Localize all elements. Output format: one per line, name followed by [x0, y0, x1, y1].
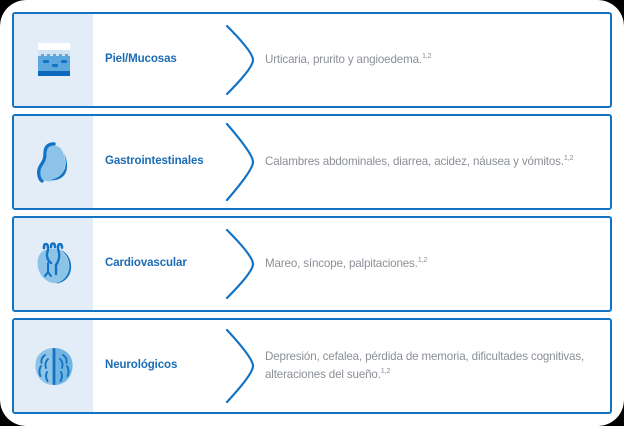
stomach-icon [33, 139, 75, 185]
skin-layers-icon [34, 39, 74, 81]
icon-panel [14, 320, 93, 412]
description-text: Urticaria, prurito y angioedema.1,2 [265, 51, 432, 68]
category-label-cell: Neurológicos [93, 320, 223, 412]
description-cell: Depresión, cefalea, pérdida de memoria, … [265, 320, 610, 412]
description-text: Depresión, cefalea, pérdida de memoria, … [265, 349, 594, 383]
citation-marker: 1,2 [421, 51, 432, 61]
icon-panel [14, 218, 93, 310]
category-label: Neurológicos [105, 359, 178, 372]
description-body: Urticaria, prurito y angioedema. [265, 53, 422, 67]
symptom-row-neurologicos: Neurológicos Depresión, cefalea, pérdida… [12, 318, 612, 414]
symptom-category-list: Piel/Mucosas Urticaria, prurito y angioe… [12, 12, 612, 414]
description-body: Mareo, síncope, palpitaciones. [265, 257, 418, 271]
category-label: Cardiovascular [105, 257, 187, 270]
description-text: Mareo, síncope, palpitaciones.1,2 [265, 255, 427, 272]
chevron-cell [223, 14, 265, 106]
description-cell: Urticaria, prurito y angioedema.1,2 [265, 14, 610, 106]
category-label-cell: Cardiovascular [93, 218, 223, 310]
heart-icon [32, 241, 76, 287]
description-body: Calambres abdominales, diarrea, acidez, … [265, 155, 564, 169]
citation-marker: 1,2 [563, 153, 574, 163]
description-text: Calambres abdominales, diarrea, acidez, … [265, 153, 573, 170]
chevron-right-icon [223, 22, 257, 98]
chevron-right-icon [223, 326, 257, 406]
brain-icon [31, 344, 77, 388]
citation-marker: 1,2 [380, 365, 391, 375]
chevron-right-icon [223, 226, 257, 302]
description-cell: Calambres abdominales, diarrea, acidez, … [265, 116, 610, 208]
description-cell: Mareo, síncope, palpitaciones.1,2 [265, 218, 610, 310]
category-label: Piel/Mucosas [105, 53, 177, 66]
citation-marker: 1,2 [417, 255, 428, 265]
chevron-cell [223, 116, 265, 208]
category-label: Gastrointestinales [105, 155, 204, 168]
icon-panel [14, 14, 93, 106]
symptom-row-gastrointestinales: Gastrointestinales Calambres abdominales… [12, 114, 612, 210]
chevron-cell [223, 320, 265, 412]
chevron-right-icon [223, 120, 257, 204]
category-label-cell: Gastrointestinales [93, 116, 223, 208]
chevron-cell [223, 218, 265, 310]
symptom-row-piel-mucosas: Piel/Mucosas Urticaria, prurito y angioe… [12, 12, 612, 108]
icon-panel [14, 116, 93, 208]
description-body: Depresión, cefalea, pérdida de memoria, … [265, 350, 585, 381]
category-label-cell: Piel/Mucosas [93, 14, 223, 106]
symptom-row-cardiovascular: Cardiovascular Mareo, síncope, palpitaci… [12, 216, 612, 312]
